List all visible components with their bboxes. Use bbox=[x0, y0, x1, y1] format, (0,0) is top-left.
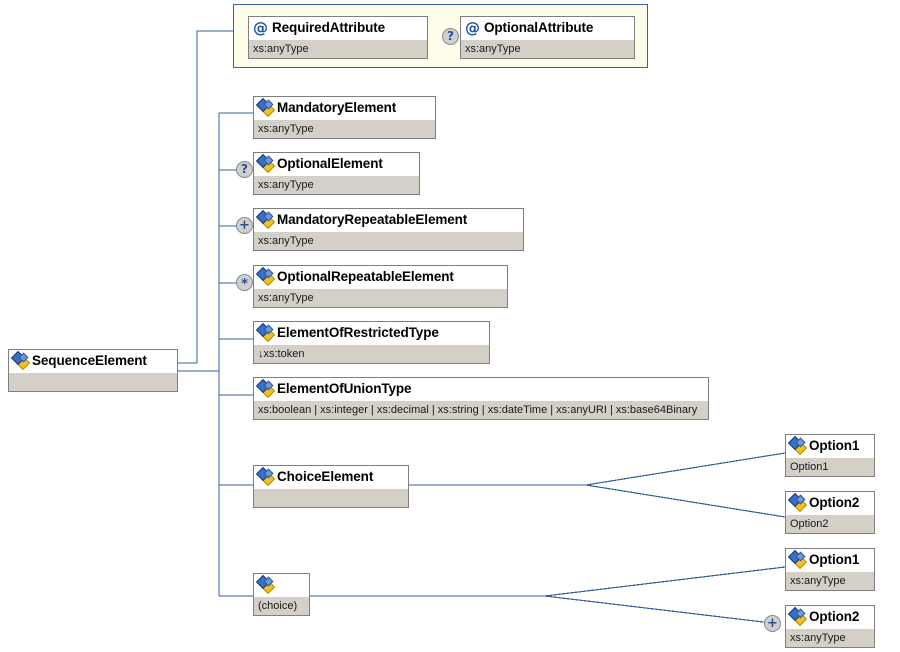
element-name: Option1 bbox=[809, 552, 860, 567]
element-header-mandatoryelement: MandatoryElement bbox=[254, 97, 435, 119]
element-header-choice-option1: Option1 bbox=[786, 435, 874, 457]
wire-choice-to-option2 bbox=[585, 484, 786, 518]
element-name: SequenceElement bbox=[32, 353, 147, 368]
element-name: Option2 bbox=[809, 609, 860, 624]
element-header-inline-choice bbox=[254, 574, 309, 596]
element-icon bbox=[787, 549, 808, 570]
element-type: Option1 bbox=[786, 457, 874, 476]
element-header-inline-option2: Option2 bbox=[786, 606, 874, 628]
element-node-mandatoryrepeatableelement[interactable]: MandatoryRepeatableElement xs:anyType bbox=[253, 208, 524, 251]
element-icon bbox=[255, 322, 276, 343]
element-icon bbox=[10, 350, 31, 371]
wire-to-attributes bbox=[196, 30, 233, 363]
element-header-optionalrepeatableelement: OptionalRepeatableElement bbox=[254, 266, 507, 288]
element-name: ElementOfUnionType bbox=[277, 381, 412, 396]
element-icon bbox=[255, 209, 276, 230]
compositor-label: (choice) bbox=[254, 596, 309, 615]
element-name: OptionalRepeatableElement bbox=[277, 269, 454, 284]
attribute-type: xs:anyType bbox=[461, 39, 634, 58]
element-name: ElementOfRestrictedType bbox=[277, 325, 439, 340]
element-node-choice-option2[interactable]: Option2 Option2 bbox=[785, 491, 875, 534]
element-type: xs:anyType bbox=[786, 628, 874, 647]
element-node-optionalrepeatableelement[interactable]: OptionalRepeatableElement xs:anyType bbox=[253, 265, 508, 308]
element-icon bbox=[255, 153, 276, 174]
element-name: OptionalElement bbox=[277, 156, 383, 171]
element-icon bbox=[255, 378, 276, 399]
element-type: xs:anyType bbox=[786, 571, 874, 590]
attributes-container: @ RequiredAttribute xs:anyType ? @ Optiona… bbox=[233, 4, 648, 68]
element-header-choiceelement: ChoiceElement bbox=[254, 466, 408, 488]
occurrence-badge-one-or-more[interactable]: + bbox=[764, 615, 781, 632]
attribute-node-requiredattribute[interactable]: @ RequiredAttribute xs:anyType bbox=[248, 16, 428, 59]
element-header-optionalelement: OptionalElement bbox=[254, 153, 419, 175]
element-header-sequenceelement: SequenceElement bbox=[9, 350, 177, 372]
element-name: Option2 bbox=[809, 495, 860, 510]
element-type: Option2 bbox=[786, 514, 874, 533]
element-node-elementofrestrictedtype[interactable]: ElementOfRestrictedType ↓xs:token bbox=[253, 321, 490, 364]
element-node-inline-option1[interactable]: Option1 xs:anyType bbox=[785, 548, 875, 591]
wire-inlinechoice-to-option2 bbox=[544, 595, 781, 625]
element-icon bbox=[787, 606, 808, 627]
element-node-inline-option2[interactable]: Option2 xs:anyType bbox=[785, 605, 875, 648]
element-node-elementofuniontype[interactable]: ElementOfUnionType xs:boolean | xs:integ… bbox=[253, 377, 709, 420]
element-type bbox=[9, 372, 177, 391]
element-node-sequenceelement[interactable]: SequenceElement bbox=[8, 349, 178, 392]
occurrence-badge-zero-or-more[interactable]: * bbox=[236, 274, 253, 292]
element-node-mandatoryelement[interactable]: MandatoryElement xs:anyType bbox=[253, 96, 436, 139]
element-type: xs:anyType bbox=[254, 288, 507, 307]
element-type: xs:anyType bbox=[254, 119, 435, 138]
element-name: Option1 bbox=[809, 438, 860, 453]
element-icon bbox=[255, 266, 276, 287]
element-node-inline-choice[interactable]: (choice) bbox=[253, 573, 310, 616]
element-icon bbox=[255, 574, 276, 595]
element-header-mandatoryrepeatableelement: MandatoryRepeatableElement bbox=[254, 209, 523, 231]
element-header-elementofuniontype: ElementOfUnionType bbox=[254, 378, 708, 400]
element-header-inline-option1: Option1 bbox=[786, 549, 874, 571]
element-icon bbox=[787, 435, 808, 456]
element-node-choice-option1[interactable]: Option1 Option1 bbox=[785, 434, 875, 477]
element-type-union: xs:boolean | xs:integer | xs:decimal | x… bbox=[254, 400, 708, 419]
element-type: xs:anyType bbox=[254, 175, 419, 194]
element-type bbox=[254, 488, 408, 507]
occurrence-badge-optional[interactable]: ? bbox=[236, 161, 253, 178]
attribute-icon: @ bbox=[253, 19, 268, 37]
element-header-choice-option2: Option2 bbox=[786, 492, 874, 514]
attribute-name: RequiredAttribute bbox=[272, 20, 386, 35]
attribute-header-optionalattribute: @ OptionalAttribute bbox=[461, 17, 634, 39]
attribute-type: xs:anyType bbox=[249, 39, 427, 58]
attribute-icon: @ bbox=[465, 19, 480, 37]
attribute-name: OptionalAttribute bbox=[484, 20, 594, 35]
element-type-restriction: ↓xs:token bbox=[254, 344, 489, 363]
element-icon bbox=[255, 466, 276, 487]
element-header-elementofrestrictedtype: ElementOfRestrictedType bbox=[254, 322, 489, 344]
element-node-choiceelement[interactable]: ChoiceElement bbox=[253, 465, 409, 508]
occurrence-badge-one-or-more[interactable]: + bbox=[236, 217, 253, 234]
attribute-header-requiredattribute: @ RequiredAttribute bbox=[249, 17, 427, 39]
wire-inlinechoice-to-option1 bbox=[544, 566, 786, 597]
occurrence-badge-optional[interactable]: ? bbox=[442, 28, 459, 45]
element-type: xs:anyType bbox=[254, 231, 523, 250]
element-icon bbox=[255, 97, 276, 118]
element-icon bbox=[787, 492, 808, 513]
element-name: ChoiceElement bbox=[277, 469, 374, 484]
attribute-node-optionalattribute[interactable]: @ OptionalAttribute xs:anyType bbox=[460, 16, 635, 59]
wire-choice-to-option1 bbox=[585, 452, 786, 486]
element-node-optionalelement[interactable]: OptionalElement xs:anyType bbox=[253, 152, 420, 195]
element-name: MandatoryElement bbox=[277, 100, 397, 115]
element-name: MandatoryRepeatableElement bbox=[277, 212, 468, 227]
